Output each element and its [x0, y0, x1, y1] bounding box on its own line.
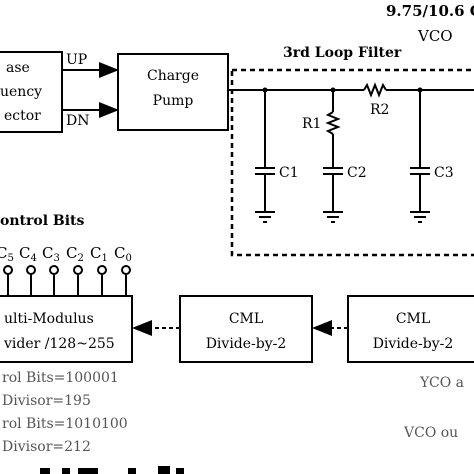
capacitor-c3 [410, 90, 430, 223]
resistor-r1-capacitor-c2 [323, 90, 343, 223]
svg-text:C5: C5 [0, 244, 14, 264]
svg-text:C3: C3 [42, 244, 60, 264]
phase-frequency-detector-block: ase uency ector [0, 51, 63, 133]
control-bits-title: ontrol Bits [0, 213, 85, 229]
loop-filter-title: 3rd Loop Filter [283, 45, 402, 61]
node-dot [262, 87, 268, 93]
control-bit-pins [3, 265, 131, 296]
node-dot [330, 87, 336, 93]
svg-text:Divide-by-2: Divide-by-2 [373, 336, 454, 352]
frequency-label: 9.75/10.6 G [386, 2, 474, 20]
vco-note-a: YCO a [419, 375, 464, 391]
c2-label: C2 [347, 165, 367, 181]
svg-text:ase: ase [6, 60, 30, 76]
dn-label: DN [66, 113, 89, 129]
svg-text:ector: ector [4, 108, 41, 124]
svg-text:C4: C4 [19, 244, 37, 264]
note-control-bits-1: rol Bits=100001 [2, 370, 119, 386]
svg-text:CML: CML [229, 311, 263, 327]
vco-label: VCO [417, 27, 453, 45]
vco-note-b: VCO ou [403, 425, 458, 441]
resistor-r2 [363, 82, 387, 98]
capacitor-c1 [255, 90, 275, 223]
control-bit-labels: C5 C4 C3 C2 C1 C0 [0, 244, 132, 264]
r1-label: R1 [302, 116, 321, 132]
multi-modulus-divider-block: ulti-Modulus vider /128~255 [0, 295, 133, 363]
svg-text:C0: C0 [114, 244, 132, 264]
r2-label: R2 [370, 102, 389, 118]
note-control-bits-2: rol Bits=1010100 [2, 416, 128, 432]
c3-label: C3 [434, 165, 454, 181]
c1-label: C1 [279, 165, 299, 181]
svg-text:Charge: Charge [147, 68, 199, 84]
svg-text:C1: C1 [90, 244, 108, 264]
cropped-bottom-text [40, 466, 184, 474]
charge-pump-block: Charge Pump [117, 53, 229, 131]
svg-text:C2: C2 [66, 244, 84, 264]
cml-divider-2-block: CML Divide-by-2 [347, 295, 474, 363]
loop-filter-box [230, 68, 474, 257]
note-divisor-2: Divisor=212 [2, 439, 91, 455]
note-divisor-1: Divisor=195 [2, 393, 91, 409]
cml-divider-1-block: CML Divide-by-2 [179, 295, 313, 363]
svg-text:uency: uency [0, 84, 42, 100]
svg-text:CML: CML [396, 311, 430, 327]
up-label: UP [66, 52, 87, 68]
svg-text:Divide-by-2: Divide-by-2 [206, 336, 287, 352]
svg-text:vider /128~255: vider /128~255 [3, 336, 115, 352]
node-dot [417, 87, 423, 93]
svg-text:ulti-Modulus: ulti-Modulus [4, 311, 94, 327]
svg-text:Pump: Pump [153, 93, 194, 109]
